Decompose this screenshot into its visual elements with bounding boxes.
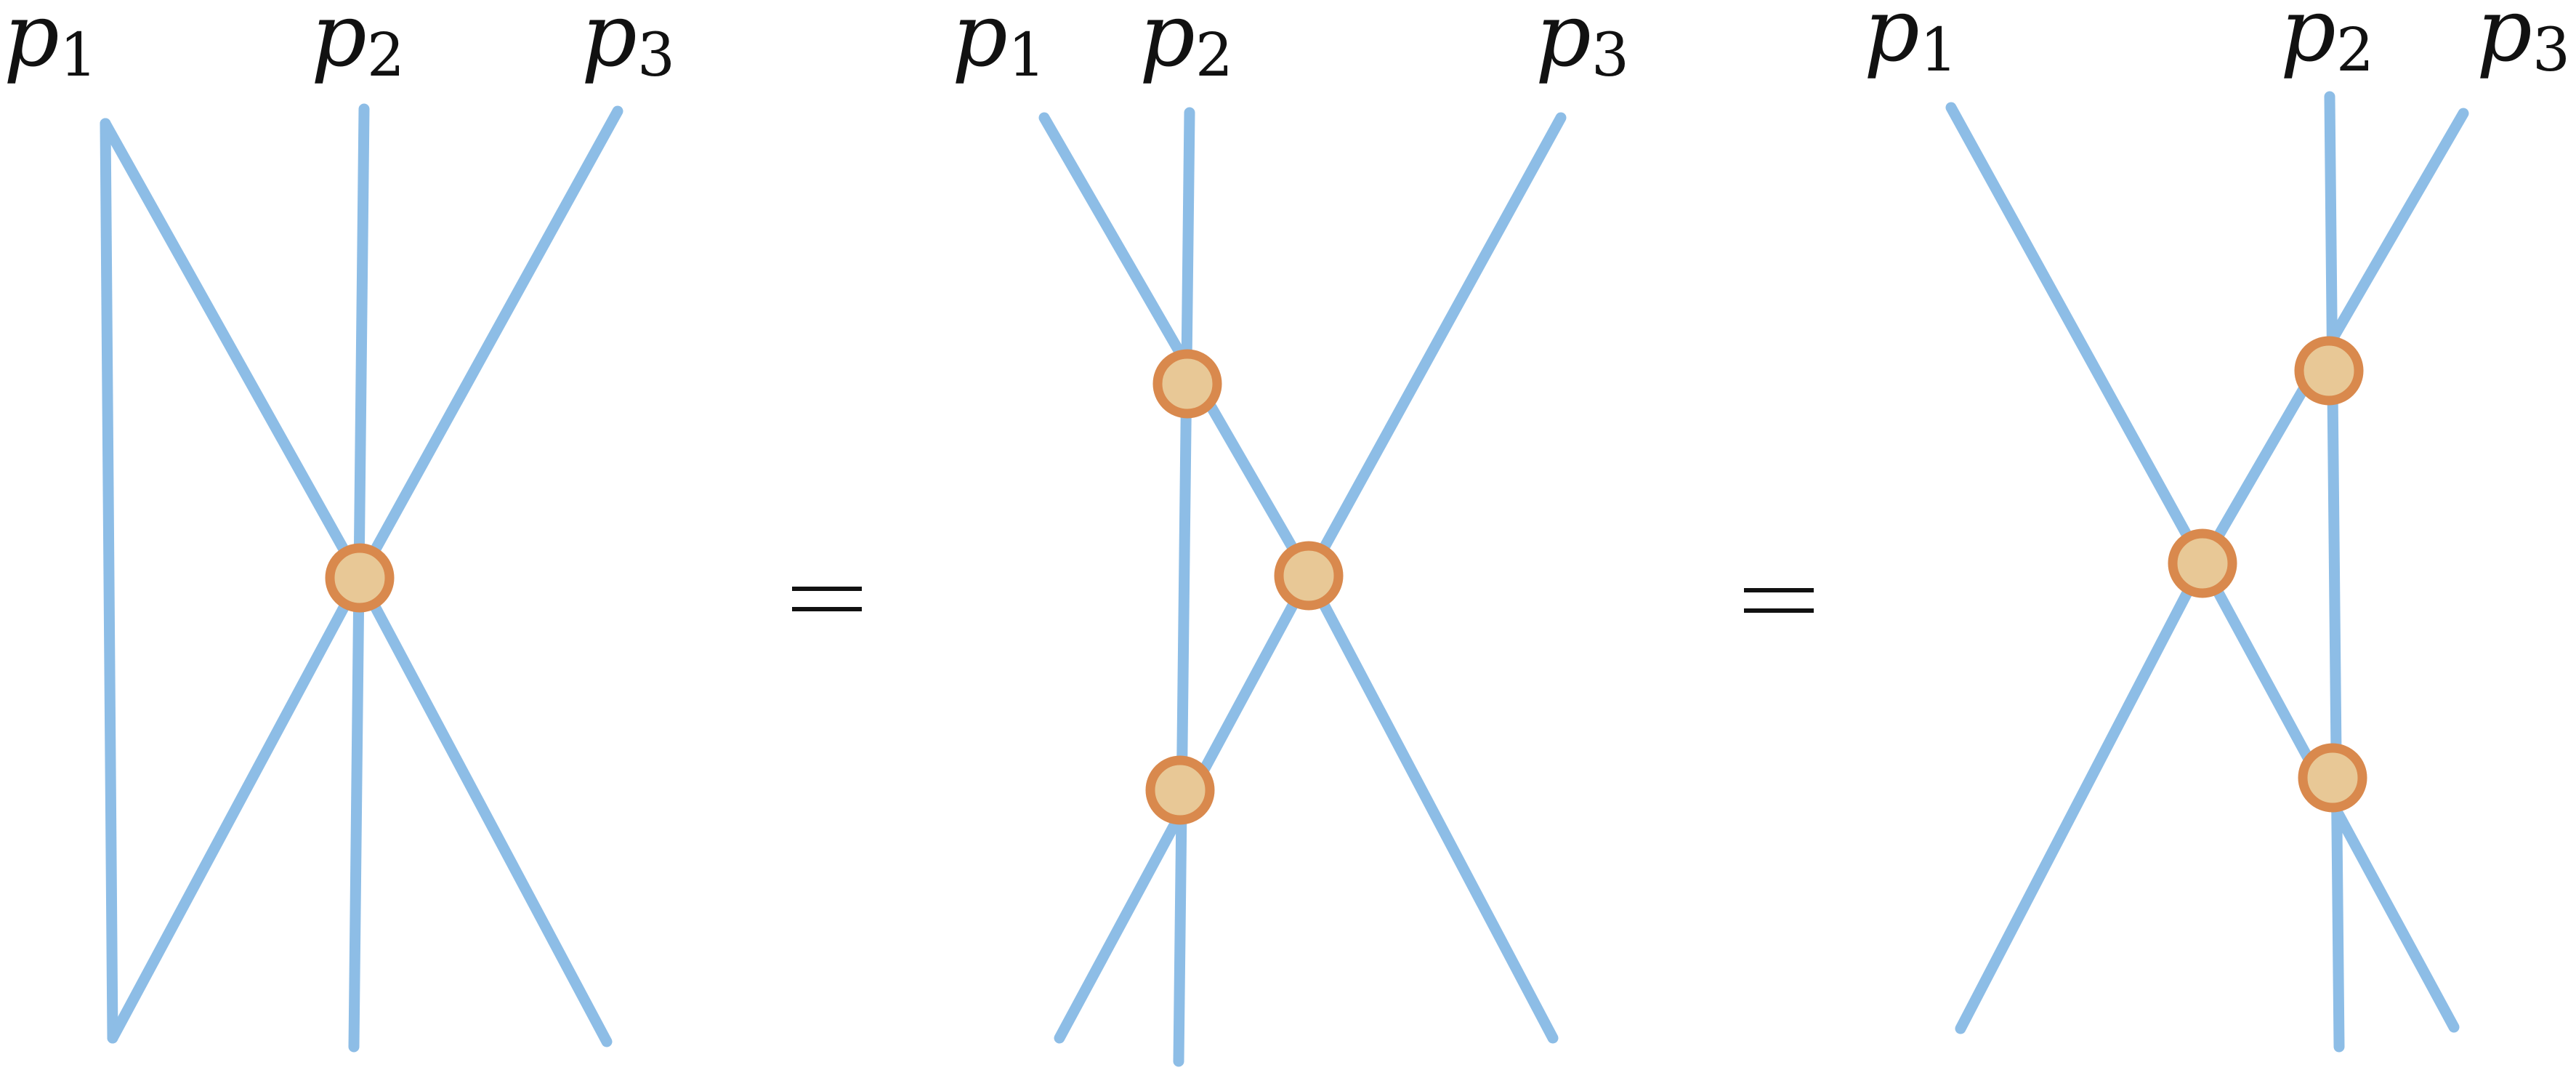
panel-1-line-p1-lower bbox=[354, 572, 613, 1047]
panel-1-vertex bbox=[325, 543, 395, 613]
panel-3-three-vertices: p1 p2 p3 bbox=[1864, 0, 2570, 1053]
equals-sign-2 bbox=[1744, 588, 1814, 613]
panel-2-vertex-middle bbox=[1274, 541, 1344, 611]
panel-1-line-p1 bbox=[100, 118, 118, 1044]
panel-1-line-p1 bbox=[100, 118, 366, 584]
equals-sign-1 bbox=[792, 587, 862, 611]
panel-3-vertex-bottom bbox=[2298, 743, 2367, 813]
panel-1-line-p3-lower bbox=[107, 572, 366, 1044]
panel-1-label-p1: p1 bbox=[4, 0, 97, 90]
panel-3-line-p1 bbox=[1945, 102, 2208, 569]
panel-2-label-p3: p3 bbox=[1535, 0, 1629, 90]
panel-1-single-vertex: p1 p2 p3 bbox=[4, 0, 675, 1053]
panel-2-vertex-top bbox=[1152, 349, 1222, 419]
panel-2-vertex-bottom bbox=[1145, 755, 1215, 825]
panel-1-label-p2: p2 bbox=[311, 0, 405, 90]
panel-1-line-p3 bbox=[354, 105, 623, 584]
panel-2-label-p1: p1 bbox=[952, 0, 1046, 90]
panel-3-line-p3-lower bbox=[1955, 558, 2208, 1034]
panel-2-line-p1 bbox=[1038, 112, 1315, 582]
panel-3-line-p2 bbox=[2324, 91, 2345, 1053]
panel-3-vertex-top bbox=[2294, 336, 2364, 406]
panel-3-label-p2: p2 bbox=[2280, 0, 2374, 85]
panel-2-label-p2: p2 bbox=[1139, 0, 1233, 90]
panel-2-line-p2 bbox=[1173, 107, 1195, 1067]
panel-2-line-p1-lower bbox=[1303, 570, 1559, 1044]
panel-2-line-p3 bbox=[1303, 112, 1567, 582]
panel-2-three-vertices: p1 p2 p3 bbox=[952, 0, 1629, 1067]
panel-3-label-p1: p1 bbox=[1864, 0, 1958, 85]
panel-1-label-p3: p3 bbox=[581, 0, 675, 90]
panel-3-label-p3: p3 bbox=[2476, 0, 2570, 85]
panel-3-vertex-middle bbox=[2168, 528, 2237, 598]
